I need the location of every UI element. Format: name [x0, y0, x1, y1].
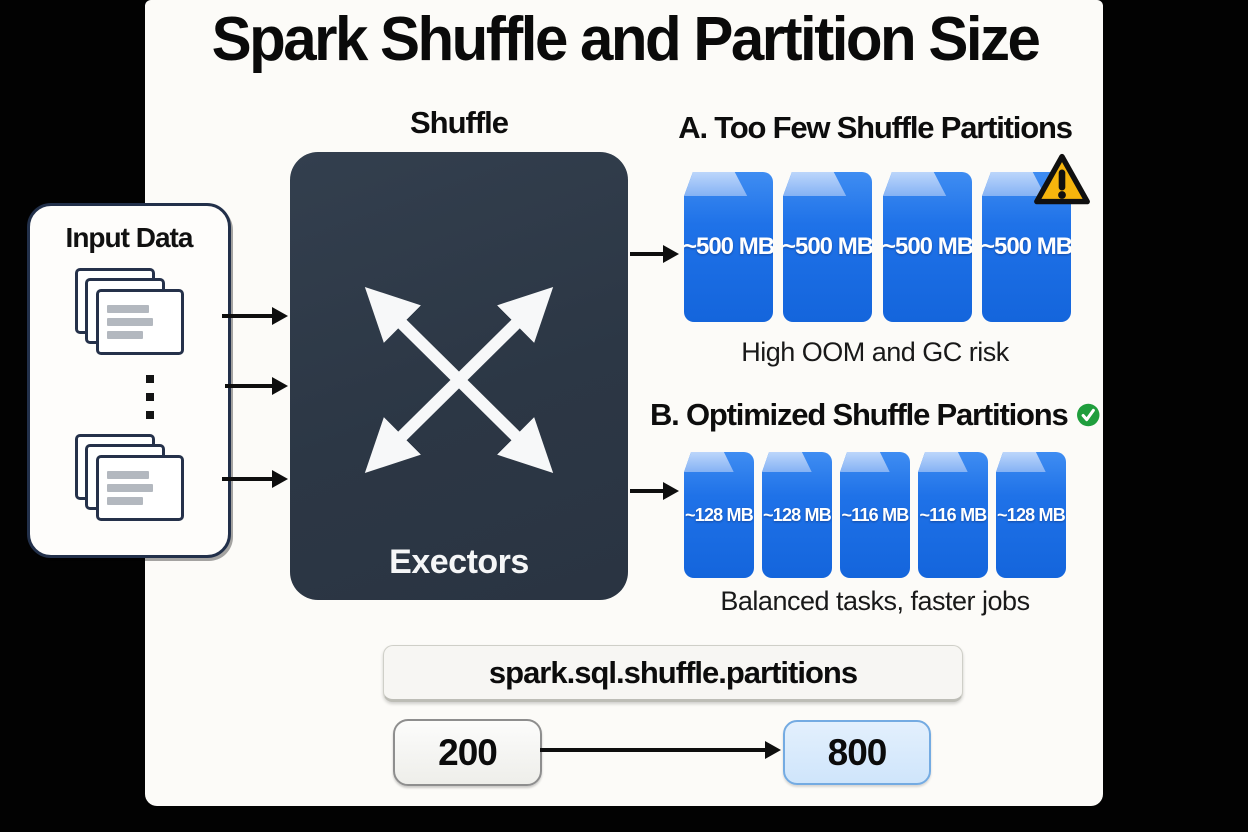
section-a-caption: High OOM and GC risk: [741, 337, 1009, 367]
shuffle-cross-arrows-icon: [364, 287, 554, 473]
config-property-box: spark.sql.shuffle.partitions: [383, 645, 963, 702]
ellipsis-icon: [146, 375, 154, 419]
partition-size-label: ~500 MB: [881, 233, 974, 260]
partition-size-label: ~128 MB: [685, 504, 754, 525]
partition-block: ~500 MB: [783, 172, 872, 322]
partition-block: ~500 MB: [684, 172, 773, 322]
partition-size-label: ~500 MB: [781, 233, 874, 260]
executors-box: Exectors: [290, 152, 628, 600]
partition-block: ~128 MB: [762, 452, 832, 578]
document-stack-icon: [75, 434, 185, 530]
input-data-box: Input Data: [27, 203, 231, 558]
old-partitions-value-box: 200: [393, 719, 542, 786]
new-partitions-value: 800: [827, 731, 888, 773]
flow-arrow: [225, 377, 288, 394]
flow-arrow: [540, 741, 781, 758]
partition-size-label: ~500 MB: [682, 233, 775, 260]
section-b-heading: B. Optimized Shuffle Partitions: [650, 397, 1069, 432]
shuffle-label: Shuffle: [409, 105, 509, 140]
partition-block: ~128 MB: [684, 452, 754, 578]
section-a-heading: A. Too Few Shuffle Partitions: [678, 110, 1073, 145]
partition-block: ~128 MB: [996, 452, 1066, 578]
config-property-label: spark.sql.shuffle.partitions: [488, 654, 858, 690]
partition-size-label: ~116 MB: [919, 504, 988, 525]
section-b-heading-row: B. Optimized Shuffle Partitions: [650, 394, 1100, 436]
old-partitions-value: 200: [438, 731, 498, 773]
flow-arrow: [630, 245, 679, 262]
section-b-caption: Balanced tasks, faster jobs: [720, 586, 1030, 616]
check-icon: [1076, 403, 1099, 427]
partition-size-label: ~500 MB: [980, 233, 1073, 260]
document-stack-icon: [75, 268, 185, 364]
partition-size-label: ~128 MB: [763, 504, 832, 525]
document-page-icon: [96, 289, 184, 355]
executors-label: Exectors: [389, 543, 529, 581]
partition-block: ~116 MB: [840, 452, 910, 578]
new-partitions-value-box: 800: [783, 720, 931, 785]
partition-size-label: ~116 MB: [841, 504, 910, 525]
flow-arrow: [222, 470, 288, 487]
input-data-label: Input Data: [65, 222, 194, 253]
flow-arrow: [222, 307, 288, 324]
page-title: Spark Shuffle and Partition Size: [211, 3, 1041, 73]
partition-size-label: ~128 MB: [997, 504, 1066, 525]
partition-block: ~116 MB: [918, 452, 988, 578]
partition-block: ~500 MB: [883, 172, 972, 322]
document-page-icon: [96, 455, 184, 521]
flow-arrow: [630, 482, 679, 499]
warning-icon: [1034, 153, 1090, 205]
